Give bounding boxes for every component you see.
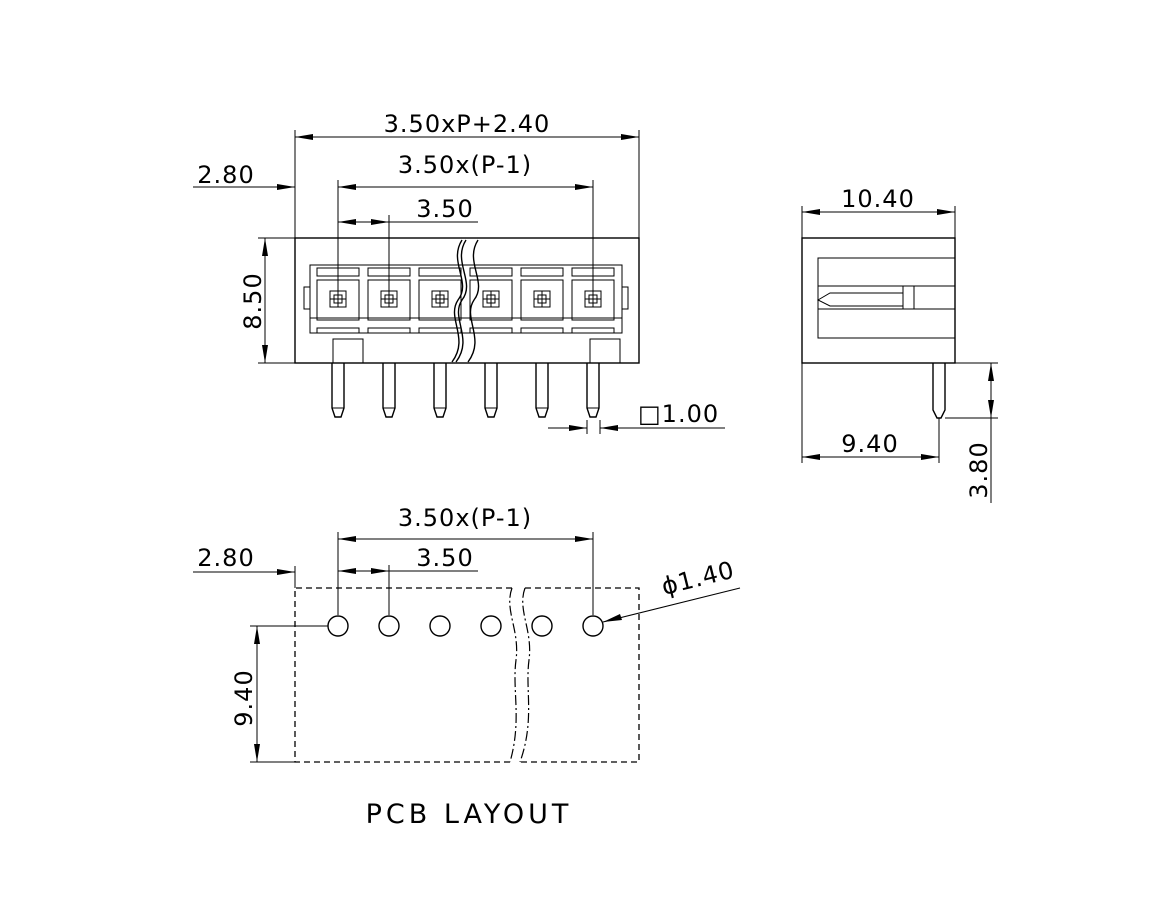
- pcb-hole: [327, 615, 349, 637]
- side-opening: [817, 257, 956, 339]
- terminal-cell: [469, 267, 513, 334]
- connector-body-front: [294, 237, 640, 364]
- connector-pins: [331, 363, 600, 418]
- side-view: 10.40 9.40 3.80: [801, 185, 998, 503]
- pcb-layout-title: PCB LAYOUT: [366, 799, 573, 830]
- connector-inner-frame: [309, 264, 623, 334]
- pin: [433, 363, 447, 418]
- pin-offset-label: 9.40: [841, 430, 898, 458]
- latch-left: [303, 286, 311, 310]
- pcb-layout-view: 3.50x(P-1) 2.80 3.50 ϕ1.40 9.40 PCB LAYO…: [193, 504, 741, 830]
- pcb-pitch-span-label: 3.50x(P-1): [398, 504, 532, 532]
- side-pin: [932, 363, 946, 419]
- break-line-pcb-b: [519, 587, 531, 763]
- pcb-holes: [327, 615, 604, 637]
- pcb-row-offset-label: 9.40: [230, 669, 258, 726]
- pcb-hole: [531, 615, 553, 637]
- foot-right: [589, 338, 621, 364]
- pin: [331, 363, 345, 418]
- pitch-span-label: 3.50x(P-1): [398, 151, 532, 179]
- break-line-pcb-a: [509, 587, 518, 763]
- pcb-outline-right: [520, 587, 640, 763]
- pcb-left-offset-label: 2.80: [197, 544, 254, 572]
- height-label: 8.50: [239, 272, 267, 329]
- pin: [484, 363, 498, 418]
- latch-right: [621, 286, 629, 310]
- pcb-hole: [582, 615, 604, 637]
- overall-width-label: 3.50xP+2.40: [384, 110, 551, 138]
- front-view: 3.50xP+2.40 3.50x(P-1) 2.80 3.50 8.50 □1: [193, 110, 725, 434]
- break-line-front: [455, 239, 468, 363]
- break-line-front-b: [467, 239, 480, 363]
- hole-diameter-label: ϕ1.40: [659, 556, 738, 601]
- terminal-cells: [316, 267, 615, 334]
- left-offset-label: 2.80: [197, 161, 254, 189]
- pcb-hole: [378, 615, 400, 637]
- depth-label: 10.40: [841, 185, 915, 213]
- pin: [535, 363, 549, 418]
- pin: [586, 363, 600, 418]
- break-line-front-a: [451, 239, 464, 363]
- pin: [382, 363, 396, 418]
- pin-size-label: □1.00: [638, 400, 719, 428]
- terminal-cell: [418, 267, 462, 334]
- pin-length-label: 3.80: [965, 441, 993, 498]
- pcb-pitch-label: 3.50: [416, 544, 473, 572]
- pcb-hole: [429, 615, 451, 637]
- terminal-cell: [520, 267, 564, 334]
- foot-left: [332, 338, 364, 364]
- side-contact: [816, 292, 904, 307]
- pcb-hole: [480, 615, 502, 637]
- pitch-label: 3.50: [416, 195, 473, 223]
- connector-body-side: [801, 237, 956, 364]
- pcb-outline-left: [294, 587, 512, 763]
